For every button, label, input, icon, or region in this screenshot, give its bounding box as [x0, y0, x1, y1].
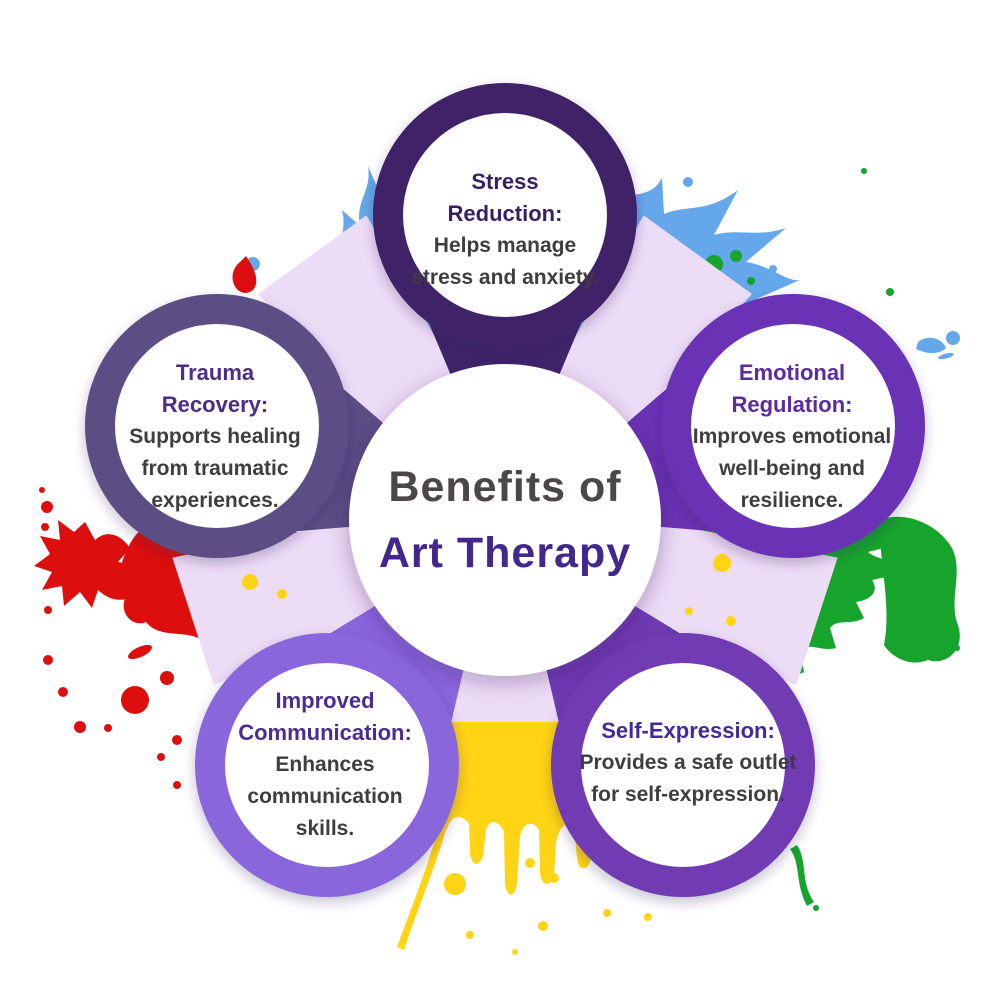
spoke-right [622, 519, 838, 686]
spoke-upper-right [549, 215, 752, 435]
ring-self-expression [551, 633, 815, 897]
ring-stress-reduction [373, 83, 637, 347]
ring-emotional-regulation [661, 294, 925, 558]
spoke-lower-left [172, 519, 388, 686]
center-circle [349, 364, 661, 676]
ring-improved-communication [195, 633, 459, 897]
node-rings [85, 83, 925, 897]
ring-trauma-recovery [85, 294, 349, 558]
spoke-bottom [448, 660, 562, 722]
spoke-upper-left [258, 215, 461, 435]
spokes [172, 215, 838, 722]
